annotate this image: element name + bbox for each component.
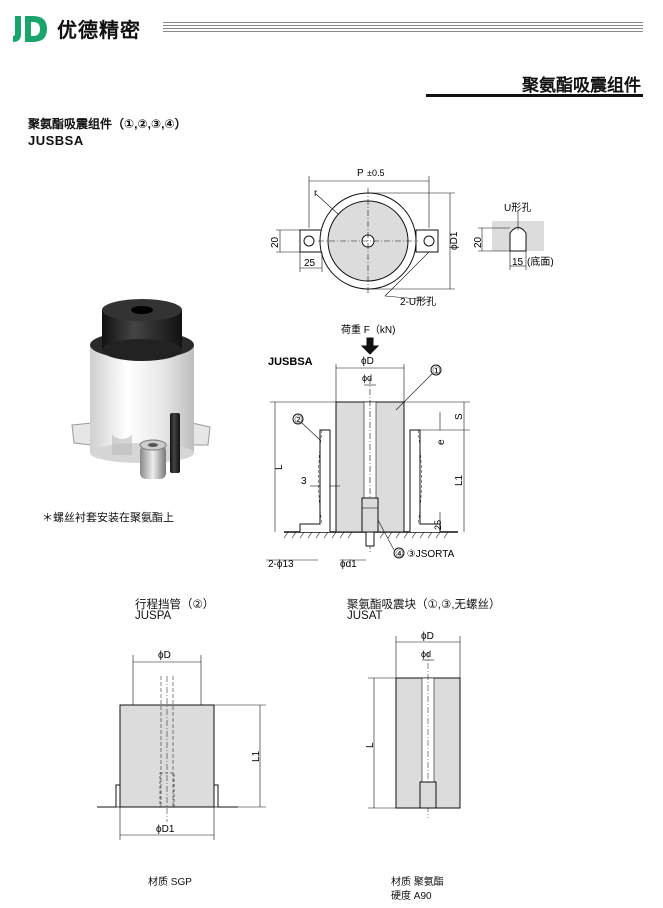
top-r-label: r — [314, 188, 318, 199]
jusat-phi-d: ϕd — [421, 649, 431, 659]
jusat-hardness: 硬度 A90 — [391, 891, 432, 902]
title-rule — [426, 94, 643, 97]
header-divider — [163, 22, 643, 36]
u-hole-dim-15: 15 — [512, 257, 524, 268]
top-hole-label: 2-U形孔 — [400, 296, 436, 308]
top-view-drawing — [276, 176, 455, 301]
product-photo — [71, 299, 211, 479]
jd-logo-icon — [13, 16, 47, 42]
top-dim-20: 20 — [270, 236, 281, 248]
section-phi-d-upper: ϕD — [361, 356, 374, 367]
section-callout-34: ④ ③JSORTA — [395, 549, 455, 560]
photo-note: ＊螺丝衬套安装在聚氨酯上 — [42, 512, 174, 524]
jusat-name: 聚氨酯吸震块（①,③,无螺丝） — [347, 599, 501, 611]
top-dim-25: 25 — [304, 258, 316, 269]
assembly-title: 聚氨酯吸震组件（①,②,③,④） — [28, 117, 187, 131]
jusat-code: JUSAT — [347, 610, 383, 622]
juspa-code: JUSPA — [135, 610, 172, 622]
top-p-tol: ±0.5 — [367, 168, 384, 178]
section-e: e — [436, 439, 447, 445]
jusat-l: L — [365, 742, 376, 748]
section-title: 聚氨酯吸震组件 — [522, 76, 641, 95]
juspa-drawing — [97, 655, 266, 840]
juspa-name: 行程挡管（②） — [135, 599, 215, 611]
jusat-phi-d-upper: ϕD — [421, 631, 434, 642]
section-dim-3: 3 — [301, 476, 307, 487]
section-dim-25: 25 — [433, 520, 443, 530]
section-l: L — [274, 464, 285, 470]
section-holes: 2-ϕ13 — [268, 559, 294, 570]
section-phi-d-small: ϕd — [362, 373, 372, 383]
section-view-drawing — [266, 337, 470, 561]
juspa-material: 材质 SGP — [148, 877, 192, 888]
brand-name: 优德精密 — [57, 20, 141, 42]
juspa-phi-d: ϕD — [158, 650, 171, 661]
u-hole-drawing — [478, 212, 544, 270]
jusat-drawing — [368, 636, 461, 818]
juspa-l1: L1 — [251, 750, 262, 762]
section-phi-d1: ϕd1 — [340, 559, 357, 570]
section-s: S — [454, 413, 465, 420]
assembly-code: JUSBSA — [28, 133, 84, 148]
jusat-material: 材质 聚氨酯 — [391, 877, 444, 888]
section-code: JUSBSA — [268, 356, 313, 368]
u-hole-title: U形孔 — [504, 202, 531, 214]
u-hole-bottom-note: (底面) — [527, 255, 554, 268]
top-p-label: P — [357, 168, 364, 179]
juspa-phi-d1: ϕD1 — [156, 824, 175, 835]
section-callout-1: ① — [432, 366, 441, 377]
section-l1: L1 — [454, 474, 465, 486]
top-d1-label: ϕD1 — [449, 231, 460, 250]
section-callout-2: ② — [294, 415, 303, 426]
section-load-label: 荷重 F（kN) — [341, 323, 395, 336]
u-hole-dim-20: 20 — [473, 236, 484, 248]
